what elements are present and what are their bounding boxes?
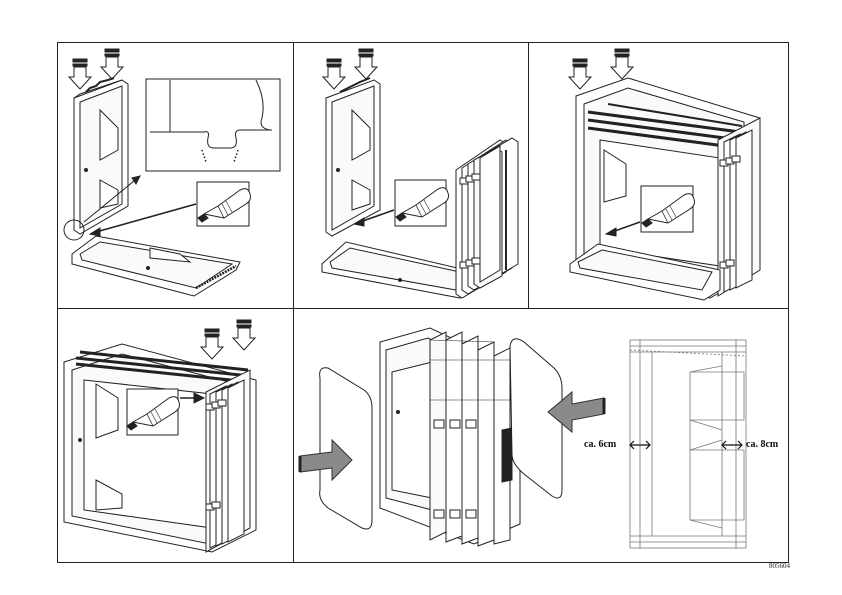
step-4-drawing (63, 319, 257, 553)
insert-arrow-icon (547, 390, 606, 434)
press-arrow-icon (232, 319, 256, 351)
document-code: 805604 (769, 562, 790, 570)
press-arrow-icon (568, 58, 592, 90)
gap-arrow-icon (629, 440, 651, 450)
gap-right-label: ca. 8cm (746, 439, 779, 450)
press-arrow-icon (200, 328, 224, 360)
press-arrow-icon (354, 48, 378, 80)
step-2-drawing (321, 48, 519, 299)
press-arrow-icon (610, 48, 634, 80)
insert-arrow-icon (298, 438, 353, 482)
press-arrow-icon (322, 58, 346, 90)
step-5-drawing (298, 327, 747, 549)
press-arrow-icon (68, 58, 92, 90)
step-1-drawing (63, 48, 281, 297)
press-arrow-icon (100, 48, 124, 80)
step-3-drawing (568, 48, 761, 301)
gap-arrow-icon (721, 440, 743, 450)
section-drawing (629, 339, 747, 549)
gap-left-label: ca. 6cm (584, 439, 617, 450)
